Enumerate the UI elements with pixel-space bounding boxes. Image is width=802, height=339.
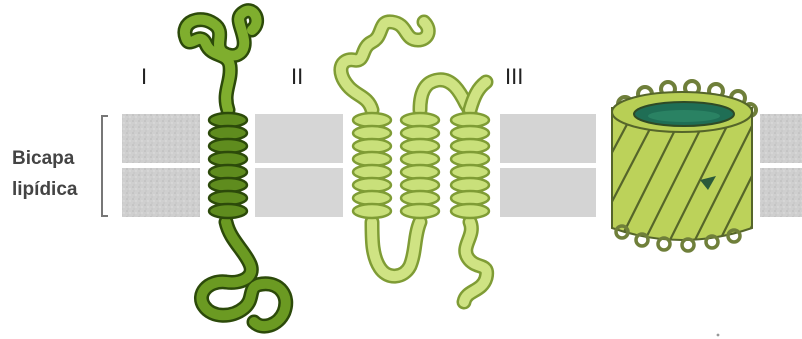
bilayer-label-line1: Bicapa <box>12 148 75 169</box>
speck <box>717 334 720 337</box>
bilayer-bracket <box>102 116 108 216</box>
protein-type-iii-beta-barrel <box>600 81 802 251</box>
label-type-iii: III <box>505 64 523 89</box>
label-type-i: I <box>141 64 147 89</box>
protein-type-ii-multi-pass <box>341 22 489 302</box>
label-type-ii: II <box>291 64 303 89</box>
bilayer-label-line2: lipídica <box>12 179 78 200</box>
